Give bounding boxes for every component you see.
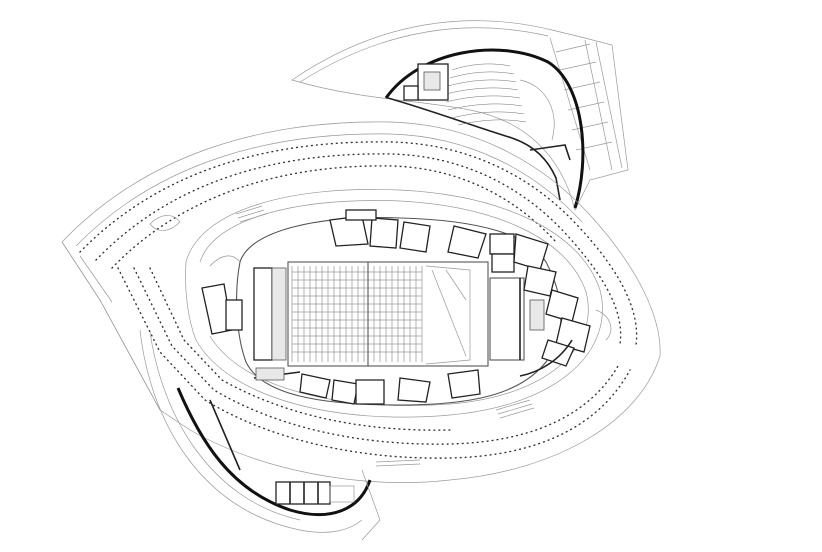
left-rooms [149,215,301,381]
back-of-house [513,233,612,377]
upper-wing-stairs [555,39,623,171]
auditorium-seating [291,262,423,366]
upper-hall-seating [445,63,555,141]
main-hall-ring [236,209,562,406]
stairs [235,205,535,467]
auditorium [253,233,525,367]
upper-wing [291,20,629,212]
lower-wing [139,329,381,541]
